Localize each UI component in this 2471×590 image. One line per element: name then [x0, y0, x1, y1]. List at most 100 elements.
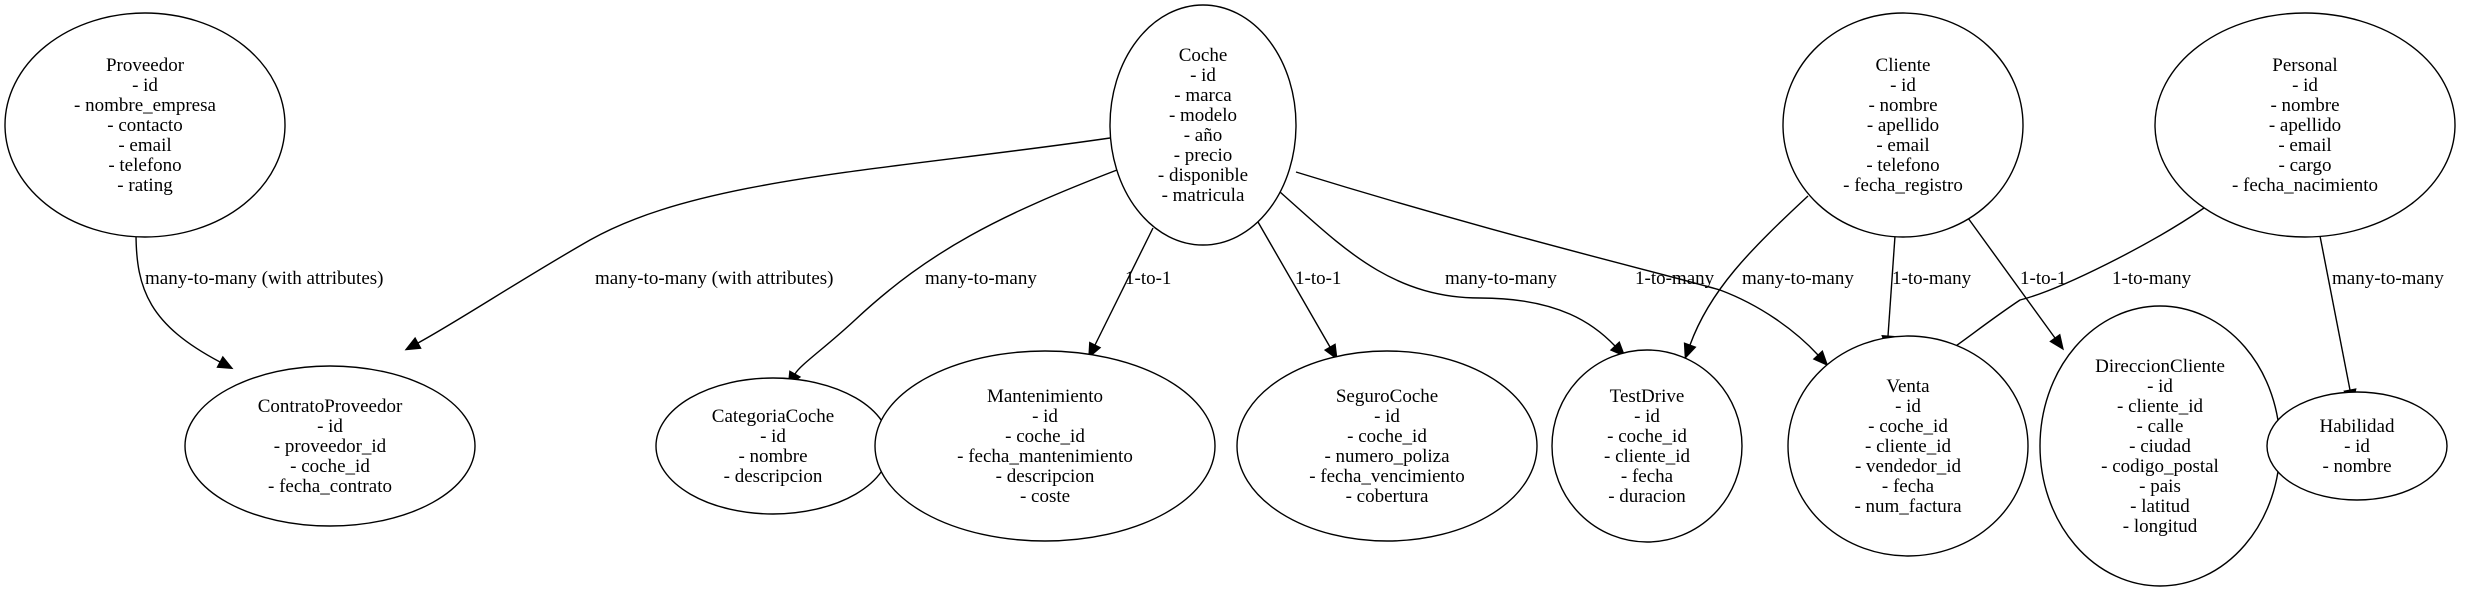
entity-ellipse	[1236, 350, 1538, 542]
entity-segurocoche: SeguroCoche- id- coche_id- numero_poliza…	[1236, 350, 1538, 542]
edge-coche-segurocoche: 1-to-1	[1257, 221, 1341, 361]
entity-attribute: - latitud	[2130, 496, 2190, 517]
edge-line	[417, 137, 1111, 344]
entity-attribute: - fecha_nacimiento	[2232, 175, 2378, 196]
entity-title: Personal	[2272, 55, 2337, 76]
entity-attribute: - descripcion	[724, 466, 823, 487]
entity-attribute: - id	[1890, 75, 1916, 96]
entity-attribute: - id	[317, 416, 343, 437]
entity-ellipse	[1109, 4, 1297, 246]
entity-attribute: - coche_id	[1868, 416, 1948, 437]
edge-label: 1-to-many	[1635, 268, 1715, 289]
edge-line	[1257, 221, 1331, 348]
entity-attribute: - id	[2147, 376, 2173, 397]
entity-title: Coche	[1179, 45, 1228, 66]
arrowhead-icon	[1088, 341, 1102, 359]
arrowhead-icon	[404, 336, 422, 351]
entity-attribute: - marca	[1174, 85, 1232, 106]
entity-attribute: - id	[132, 75, 158, 96]
entity-attribute: - fecha_registro	[1843, 175, 1963, 196]
entity-attribute: - coche_id	[1607, 426, 1687, 447]
edge-label: 1-to-1	[1295, 268, 1341, 289]
edge-proveedor-contratoproveedor: many-to-many (with attributes)	[135, 232, 384, 370]
arrowhead-icon	[216, 355, 234, 370]
entity-title: Cliente	[1876, 55, 1931, 76]
entity-attribute: - calle	[2137, 416, 2184, 437]
entity-attribute: - nombre	[2270, 95, 2339, 116]
entity-attribute: - año	[1184, 125, 1223, 146]
entity-attribute: - vendedor_id	[1855, 456, 1962, 477]
entity-attribute: - fecha	[1621, 466, 1674, 487]
edge-label: 1-to-1	[1125, 268, 1171, 289]
arrowhead-icon	[1812, 350, 1829, 367]
arrowhead-icon	[1683, 342, 1697, 360]
entity-attribute: - fecha_mantenimiento	[957, 446, 1133, 467]
entity-attribute: - apellido	[1867, 115, 1939, 136]
entity-title: CategoriaCoche	[712, 406, 834, 427]
edge-coche-contratoproveedor: many-to-many (with attributes)	[404, 137, 1111, 351]
entity-ellipse	[1782, 12, 2024, 238]
entity-title: DireccionCliente	[2095, 356, 2225, 377]
entity-attribute: - rating	[117, 175, 173, 196]
entity-venta: Venta- id- coche_id- cliente_id- vendedo…	[1787, 335, 2029, 557]
edge-line	[794, 169, 1118, 375]
entity-attribute: - apellido	[2269, 115, 2341, 136]
entity-attribute: - ciudad	[2129, 436, 2191, 457]
entity-attribute: - email	[118, 135, 171, 156]
entity-attribute: - cliente_id	[1604, 446, 1690, 467]
entity-attribute: - contacto	[107, 115, 182, 136]
edges-layer: many-to-many (with attributes) many-to-ma…	[135, 137, 2444, 405]
entity-categoriacoche: CategoriaCoche- id- nombre- descripcion	[655, 377, 891, 515]
entity-attribute: - nombre	[1868, 95, 1937, 116]
entity-title: Habilidad	[2320, 416, 2395, 437]
entity-contratoproveedor: ContratoProveedor- id- proveedor_id- coc…	[184, 365, 476, 527]
entity-attribute: - fecha_vencimiento	[1309, 466, 1465, 487]
entity-attribute: - cobertura	[1346, 486, 1429, 507]
entity-attribute: - id	[2344, 436, 2370, 457]
entity-attribute: - email	[1876, 135, 1929, 156]
entity-personal: Personal- id- nombre- apellido- email- c…	[2154, 12, 2456, 238]
entity-attribute: - coche_id	[1347, 426, 1427, 447]
entity-attribute: - nombre_empresa	[74, 95, 216, 116]
entity-attribute: - precio	[1174, 145, 1233, 166]
edge-personal-habilidad: many-to-many	[2319, 235, 2444, 405]
entity-attribute: - coste	[1020, 486, 1070, 507]
edge-label: many-to-many	[2332, 268, 2444, 289]
entity-attribute: - id	[1032, 406, 1058, 427]
entity-mantenimiento: Mantenimiento- id- coche_id- fecha_mante…	[874, 350, 1216, 542]
entity-direccioncliente: DireccionCliente- id- cliente_id- calle-…	[2039, 305, 2281, 587]
entity-attribute: - email	[2278, 135, 2331, 156]
edge-coche-venta: 1-to-many	[1295, 171, 1829, 367]
edge-line	[2319, 235, 2351, 391]
entity-attribute: - coche_id	[1005, 426, 1085, 447]
entity-attribute: - id	[1634, 406, 1660, 427]
edge-line	[1967, 217, 2056, 339]
entity-title: Proveedor	[106, 55, 185, 76]
entity-attribute: - id	[2292, 75, 2318, 96]
entity-attribute: - disponible	[1158, 165, 1248, 186]
entity-attribute: - codigo_postal	[2101, 456, 2219, 477]
entity-attribute: - nombre	[738, 446, 807, 467]
entity-attribute: - modelo	[1169, 105, 1237, 126]
edge-line	[1949, 207, 2205, 351]
entity-attribute: - id	[1895, 396, 1921, 417]
edge-line	[1094, 227, 1154, 346]
edge-label: many-to-many (with attributes)	[145, 268, 384, 289]
entity-attribute: - numero_poliza	[1324, 446, 1450, 467]
entity-attribute: - num_factura	[1854, 496, 1962, 517]
edge-line	[135, 232, 221, 363]
entity-attribute: - proveedor_id	[274, 436, 387, 457]
entity-ellipse	[184, 365, 476, 527]
entity-ellipse	[4, 12, 286, 238]
entity-attribute: - pais	[2139, 476, 2181, 497]
entity-ellipse	[2266, 391, 2448, 501]
entity-attribute: - longitud	[2123, 516, 2198, 537]
edge-label: many-to-many	[1445, 268, 1557, 289]
entity-attribute: - coche_id	[290, 456, 370, 477]
entity-ellipse	[874, 350, 1216, 542]
entity-attribute: - fecha_contrato	[268, 476, 392, 497]
entity-attribute: - nombre	[2322, 456, 2391, 477]
edge-line	[1887, 235, 1896, 337]
edge-cliente-venta: 1-to-many	[1881, 235, 1972, 352]
